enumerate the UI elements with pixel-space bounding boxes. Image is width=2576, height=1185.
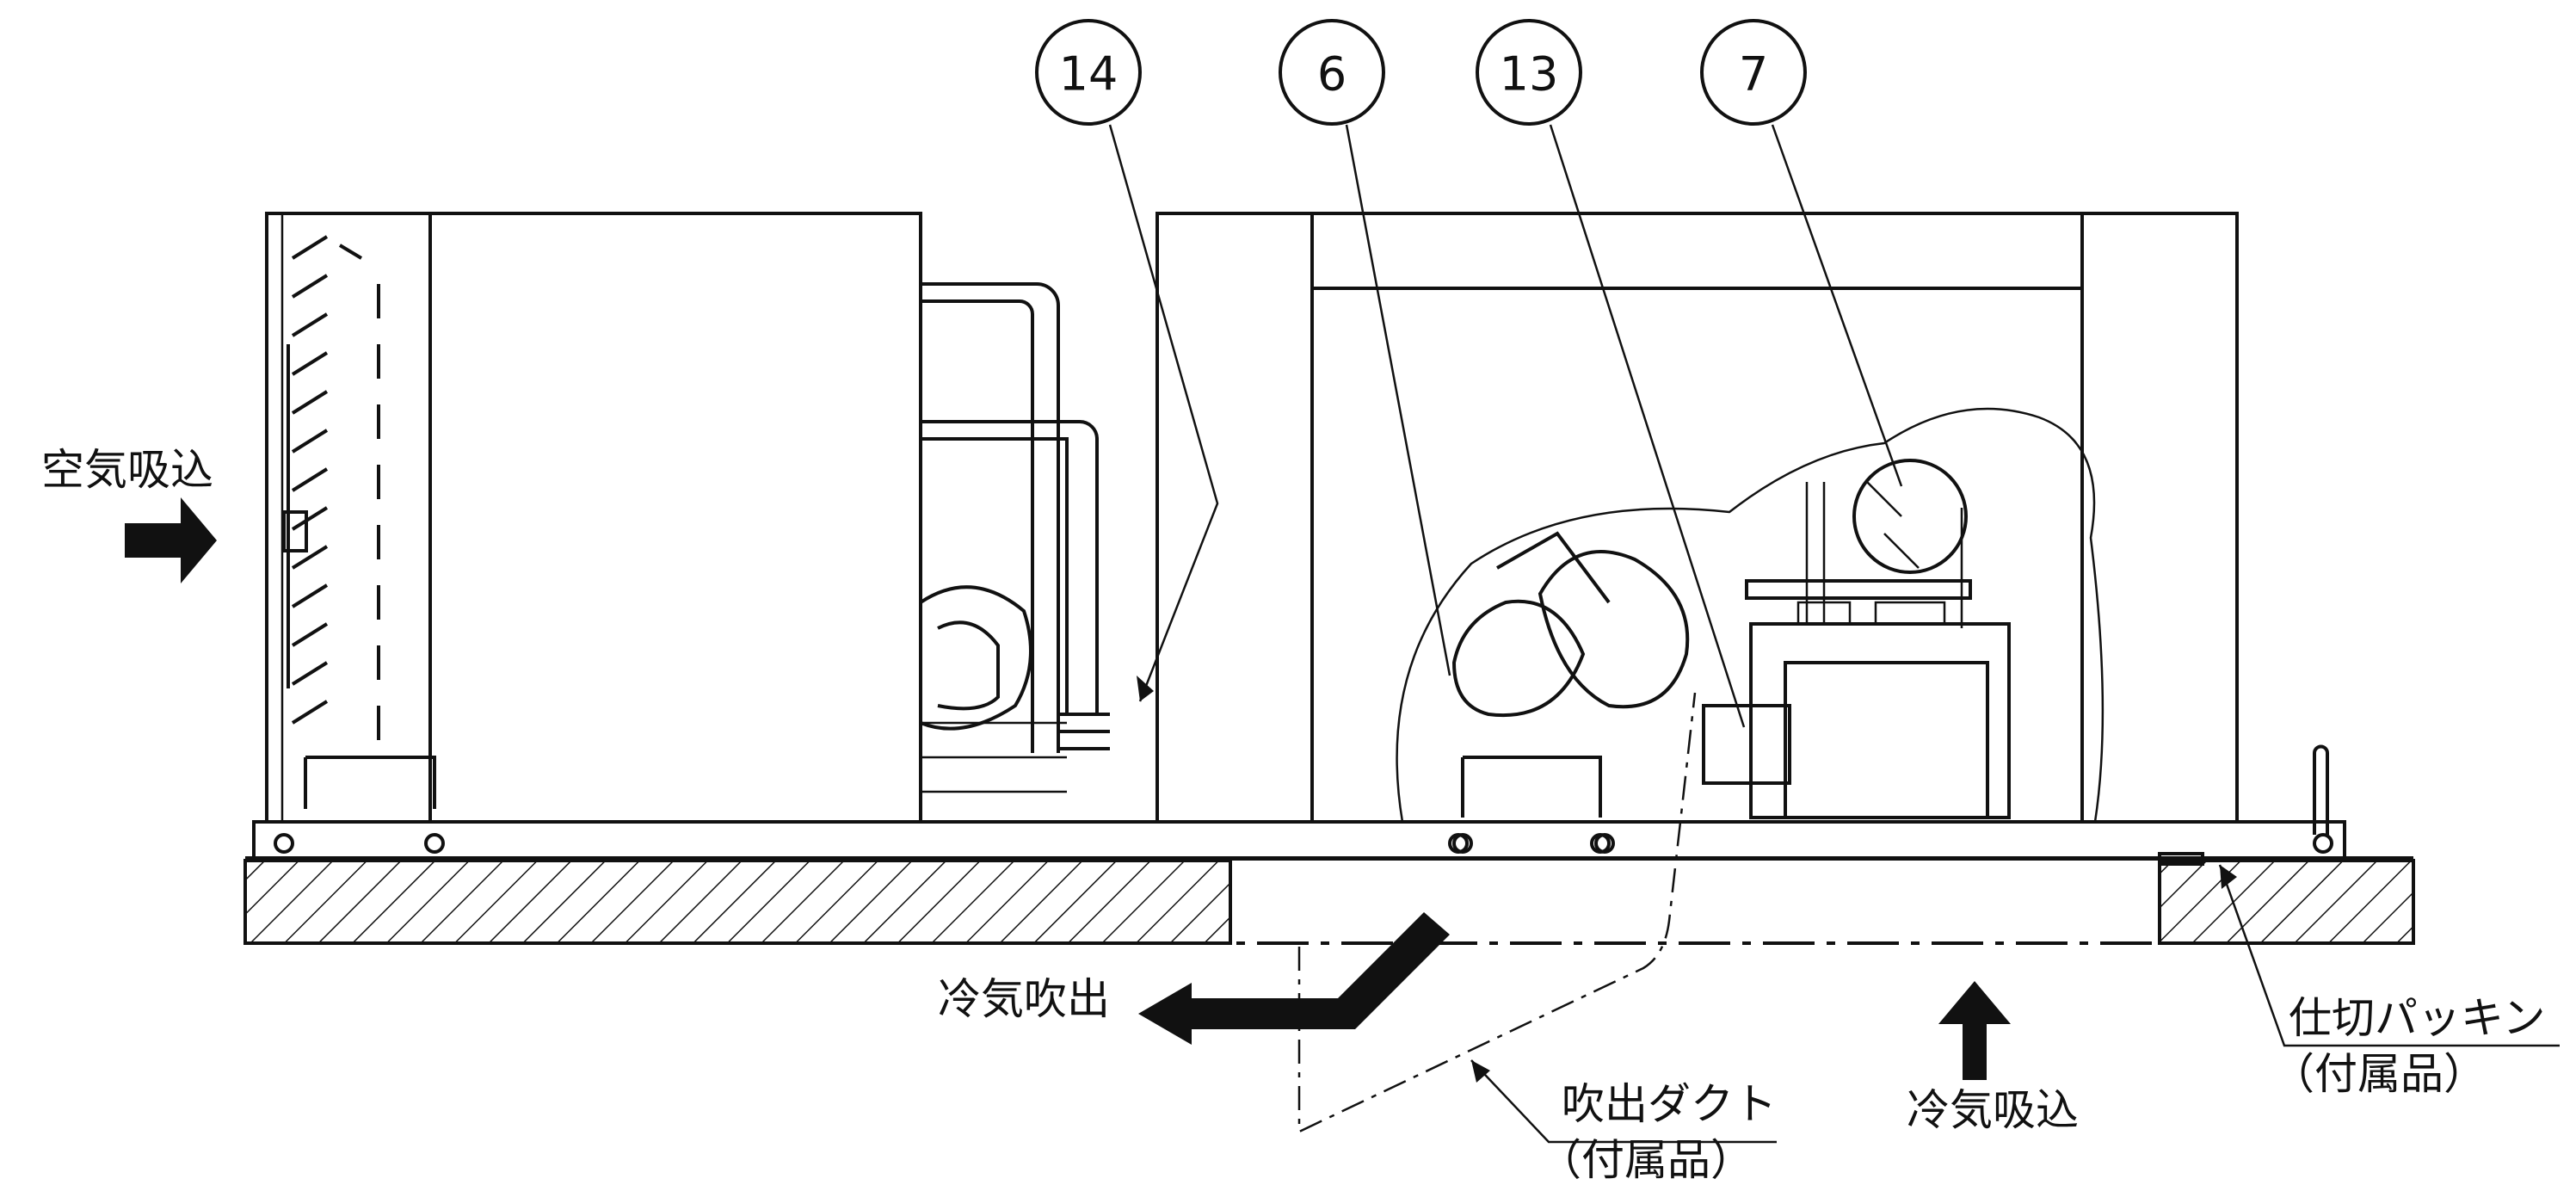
condenser-coil [265, 212, 436, 824]
callout-14-number: 14 [1059, 47, 1119, 102]
partition-edge [2158, 744, 2329, 866]
air-intake-arrow [125, 497, 217, 583]
air-intake-label: 空気吸込 [41, 445, 213, 495]
outlet-duct-callout: 吹出ダクト （付属品） [1470, 1059, 1777, 1185]
callout-7-number: 7 [1739, 47, 1768, 102]
refrigerant-piping [919, 282, 1110, 793]
callout-7: 7 [1700, 19, 1903, 487]
compressor-housing [428, 212, 922, 824]
cutaway-interior [1396, 407, 2105, 854]
floor-slab [243, 856, 2415, 945]
callout-6-number: 6 [1317, 47, 1347, 102]
unit-base-plate [252, 820, 2346, 860]
evaporator-housing [1156, 212, 2239, 824]
callout-13-number: 13 [1500, 47, 1559, 102]
partition-packing-label: 仕切パッキン [2289, 993, 2546, 1043]
cool-air-intake-label: 冷気吸込 [1907, 1085, 2079, 1135]
outlet-duct-outline [1297, 692, 1697, 1133]
partition-packing-note: （付属品） [2271, 1049, 2487, 1099]
cool-air-outlet-arrow [1138, 912, 1450, 1045]
callout-6: 6 [1279, 19, 1451, 676]
partition-packing-callout: 仕切パッキン （付属品） [2218, 864, 2560, 1099]
outlet-duct-label: 吹出ダクト [1562, 1079, 1777, 1129]
callout-13: 13 [1476, 19, 1746, 728]
cool-air-intake-arrow [1938, 981, 2011, 1080]
outlet-duct-note: （付属品） [1538, 1135, 1753, 1185]
callout-14: 14 [1035, 19, 1219, 702]
cool-air-outlet-label: 冷気吹出 [938, 974, 1110, 1024]
